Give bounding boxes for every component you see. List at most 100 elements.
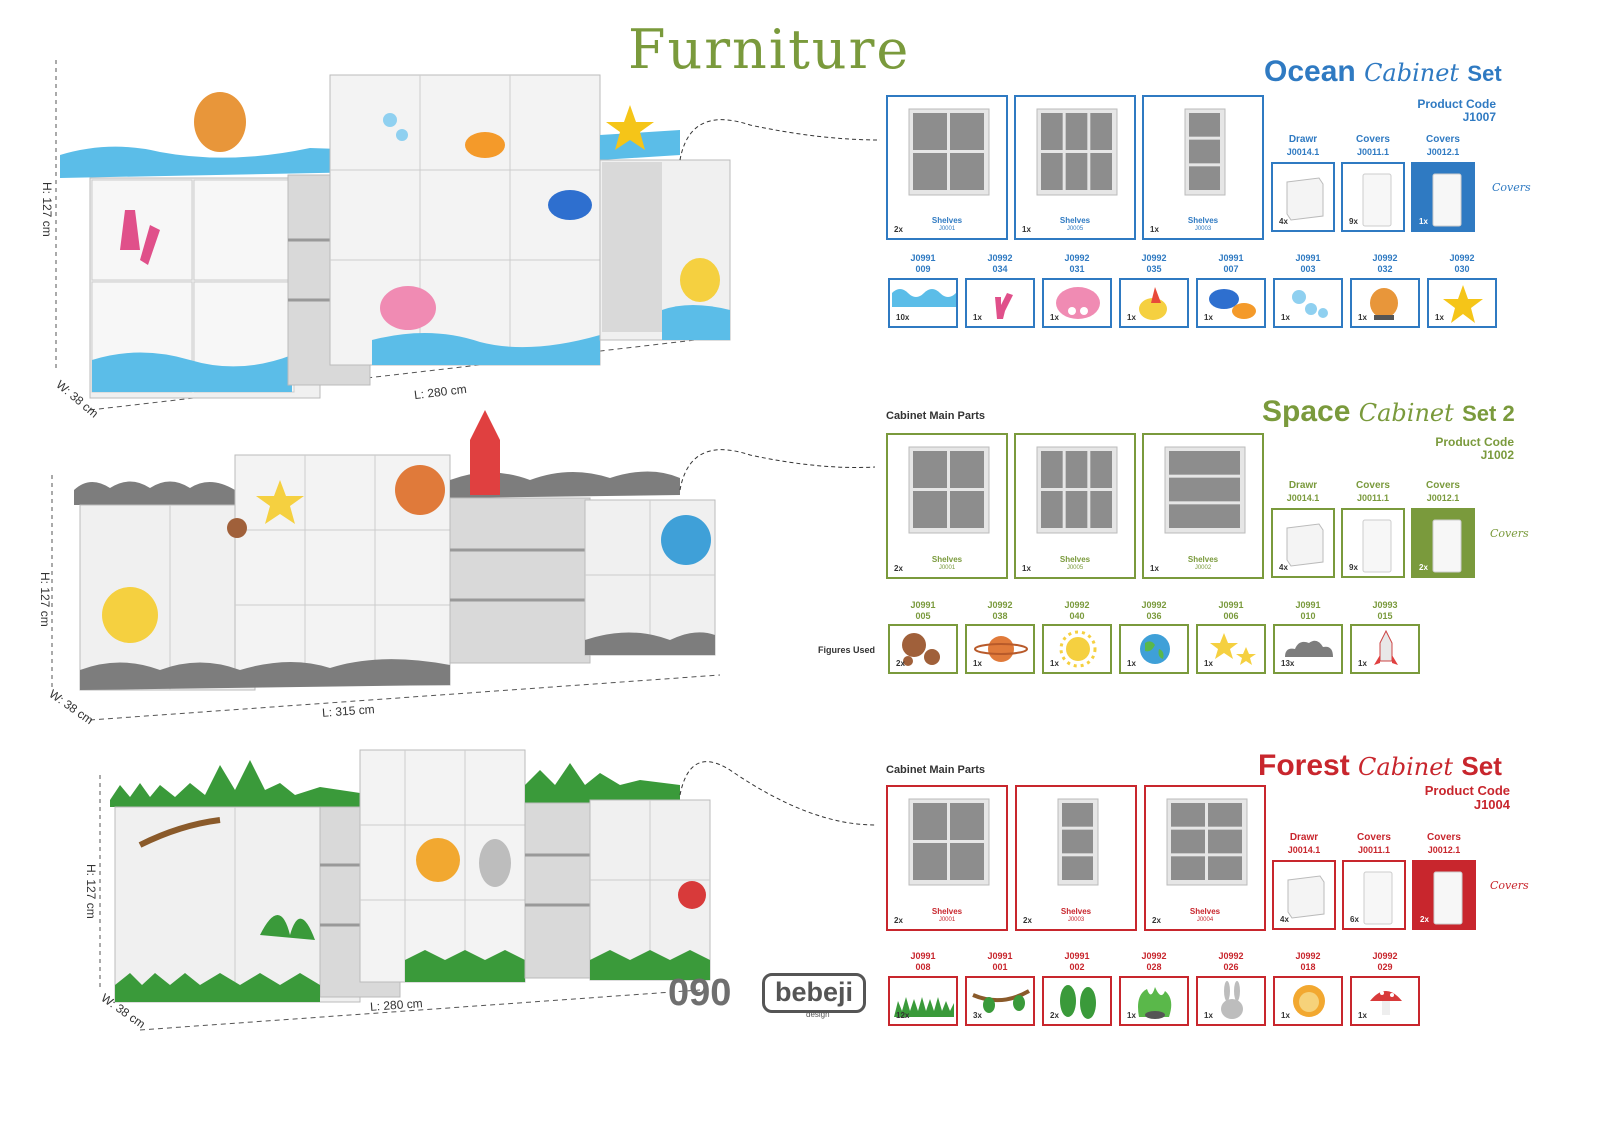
shelf-code: J0001 [938, 226, 956, 232]
part-code: J0014.1 [1287, 845, 1321, 855]
brand-sub: design [806, 1010, 830, 1019]
figure-count: 1x [1358, 659, 1367, 668]
space-name: Space [1262, 395, 1351, 428]
part-code: J0014.1 [1286, 493, 1320, 503]
page-title: Furniture [628, 18, 911, 81]
part-name: Drawr [1289, 832, 1319, 843]
shelf-count: 1x [1022, 564, 1031, 573]
figure-count: 1x [1050, 313, 1059, 322]
ocean-set-word: Set [1467, 61, 1502, 86]
bubbles-icon [1292, 290, 1328, 318]
rabbit-icon [1221, 981, 1243, 1019]
figure-code: J0992 [1064, 600, 1090, 610]
figure-code: J0992 [1295, 951, 1321, 961]
shelf-count: 1x [1150, 564, 1159, 573]
figure-code: J0991 [1218, 253, 1244, 263]
part-code: J0014.1 [1286, 147, 1320, 157]
figure-number: 008 [915, 962, 931, 972]
space-product-code-value: J1002 [1480, 448, 1514, 462]
forest-main-parts-label: Cabinet Main Parts [886, 764, 986, 776]
figure-code: J0992 [1372, 951, 1398, 961]
shelf-count: 2x [894, 564, 903, 573]
figure-code: J0992 [1218, 951, 1244, 961]
figure-count: 1x [1358, 313, 1367, 322]
part-count: 4x [1279, 563, 1288, 572]
figure-count: 1x [1204, 1011, 1213, 1020]
figure-count: 10x [896, 313, 910, 322]
figure-number: 036 [1146, 611, 1162, 621]
space-main-parts-label: Cabinet Main Parts [886, 410, 986, 422]
figure-count: 1x [1358, 1011, 1367, 1020]
part-name: Drawr [1288, 480, 1318, 491]
part-box: 9x [1341, 162, 1405, 232]
figure-box: 1x [1273, 976, 1343, 1026]
branch-icon [972, 989, 1030, 1013]
figure-number: 035 [1146, 264, 1162, 274]
connector-arrows [679, 119, 881, 826]
forest-set-title: Forest Cabinet Set [1258, 749, 1502, 783]
ocean-cabinet-word: Cabinet [1364, 59, 1460, 87]
figure-box: 1x [1119, 624, 1189, 674]
figure-count: 1x [1204, 659, 1213, 668]
figure-code: J0992 [987, 600, 1013, 610]
figure-number: 009 [915, 264, 931, 274]
space-set-word: Set 2 [1462, 401, 1515, 426]
ocean-covers-side-label: Covers [1492, 181, 1531, 194]
ocean-name: Ocean [1264, 55, 1356, 88]
figure-number: 031 [1069, 264, 1085, 274]
figure-count: 12x [896, 1011, 910, 1020]
part-box: 2x [1411, 508, 1475, 578]
part-code: J0012.1 [1426, 493, 1460, 503]
sponge-icon [1370, 288, 1398, 320]
part-name: Drawr [1288, 134, 1318, 145]
figure-box: 1x [1042, 624, 1112, 674]
figure-box: 1x [965, 624, 1035, 674]
space-cabinet-illustration [51, 410, 721, 721]
figure-number: 026 [1223, 962, 1239, 972]
shelf-count: 2x [1023, 916, 1032, 925]
ocean-product-code-value: J1007 [1462, 110, 1496, 124]
figure-number: 003 [1300, 264, 1316, 274]
figure-code: J0992 [987, 253, 1013, 263]
seashell-icon [1139, 287, 1167, 320]
meteor-icon [902, 633, 940, 666]
shelf-count: 1x [1022, 225, 1031, 234]
forest-cabinet-word: Cabinet [1358, 753, 1454, 781]
space-height-label: H: 127 cm [38, 572, 52, 627]
figure-box: 2x [888, 624, 958, 674]
mushroom-icon [1370, 991, 1402, 1015]
part-code: J0012.1 [1426, 147, 1460, 157]
figure-number: 015 [1377, 611, 1393, 621]
wave-icon [892, 289, 956, 307]
figure-count: 2x [896, 659, 905, 668]
part-count: 1x [1419, 217, 1428, 226]
figure-number: 010 [1300, 611, 1316, 621]
shelf-name: Shelves [1189, 907, 1221, 916]
forest-height-label: H: 127 cm [84, 864, 98, 919]
fish-icon [1209, 289, 1256, 319]
space-cabinet-word: Cabinet [1358, 399, 1454, 427]
cloud-icon [1285, 640, 1333, 657]
figure-code: J0991 [1295, 600, 1321, 610]
sun-icon [1059, 630, 1097, 668]
shelf-name: Shelves [1187, 555, 1219, 564]
